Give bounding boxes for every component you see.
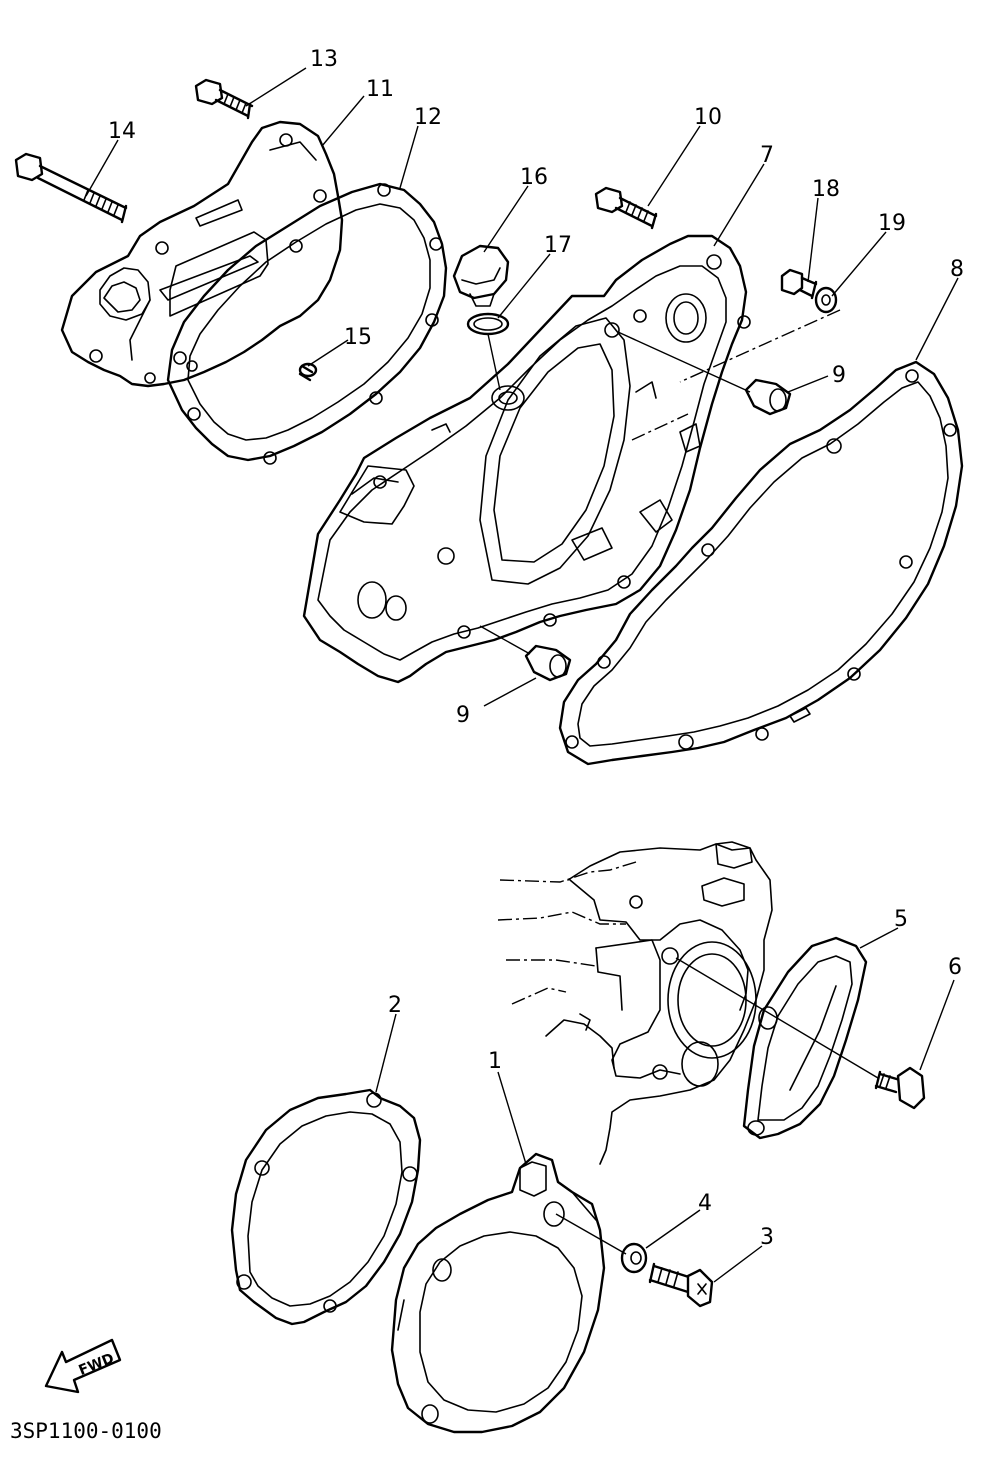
- alignment-line-17: [487, 333, 501, 391]
- alignment-line-9-upper: [617, 331, 751, 393]
- part-17-o-ring: [466, 312, 510, 336]
- part-8-gasket: [558, 360, 964, 766]
- callout-9-lower: 9: [456, 703, 470, 728]
- part-5-pump-cover: [742, 936, 868, 1140]
- alignment-line-18-19: [679, 309, 841, 383]
- part-11-clutch-cover: [60, 120, 344, 388]
- callout-12: 12: [414, 105, 442, 130]
- callout-11: 11: [366, 77, 394, 102]
- callout-2: 2: [388, 993, 402, 1018]
- part-7-crankcase-cover: [302, 234, 751, 684]
- callout-6: 6: [948, 955, 962, 980]
- callout-7: 7: [760, 143, 774, 168]
- part-15-dowel: [298, 362, 318, 382]
- alignment-line-9-lower: [479, 625, 531, 655]
- callout-13: 13: [310, 47, 338, 72]
- callout-16: 16: [520, 165, 548, 190]
- part-9-dowel-lower: [524, 644, 572, 682]
- part-13-bolt: [194, 78, 254, 120]
- part-2-gasket: [230, 1088, 422, 1326]
- callout-8: 8: [950, 257, 964, 282]
- callout-1: 1: [488, 1049, 502, 1074]
- callout-14: 14: [108, 119, 136, 144]
- callout-10: 10: [694, 105, 722, 130]
- part-10-bolt: [594, 186, 658, 230]
- part-16-plug: [452, 244, 510, 307]
- callout-9-upper: 9: [832, 363, 846, 388]
- diagram-code: 3SP1100-0100: [10, 1419, 162, 1443]
- part-18-bolt: [780, 268, 818, 300]
- callout-19: 19: [878, 211, 906, 236]
- part-6-bolt: [874, 1066, 926, 1110]
- callout-leaders: [85, 67, 959, 1283]
- callout-4: 4: [698, 1191, 712, 1216]
- alignment-line-dash-2: [631, 413, 689, 441]
- part-14-bolt: [14, 152, 128, 224]
- callout-18: 18: [812, 177, 840, 202]
- callout-15: 15: [344, 325, 372, 350]
- alignment-line-5-6: [675, 957, 879, 1079]
- engine-reference-outline: [497, 841, 773, 1165]
- part-19-washer: [814, 286, 838, 314]
- callout-numbers: 13 11 12 14 10 7 16 17 18 19 8 15 9 9 5 …: [108, 47, 964, 1250]
- callout-17: 17: [544, 233, 572, 258]
- part-3-screw: [648, 1262, 714, 1308]
- callout-3: 3: [760, 1225, 774, 1250]
- part-4-washer: [620, 1242, 648, 1274]
- part-12-gasket: [166, 182, 448, 465]
- fwd-arrow: FWD: [44, 1338, 122, 1394]
- alignment-line-1-4: [555, 1213, 627, 1255]
- part-9-dowel-upper: [744, 378, 792, 416]
- callout-5: 5: [894, 907, 908, 932]
- part-1-magneto-cover: [390, 1152, 606, 1434]
